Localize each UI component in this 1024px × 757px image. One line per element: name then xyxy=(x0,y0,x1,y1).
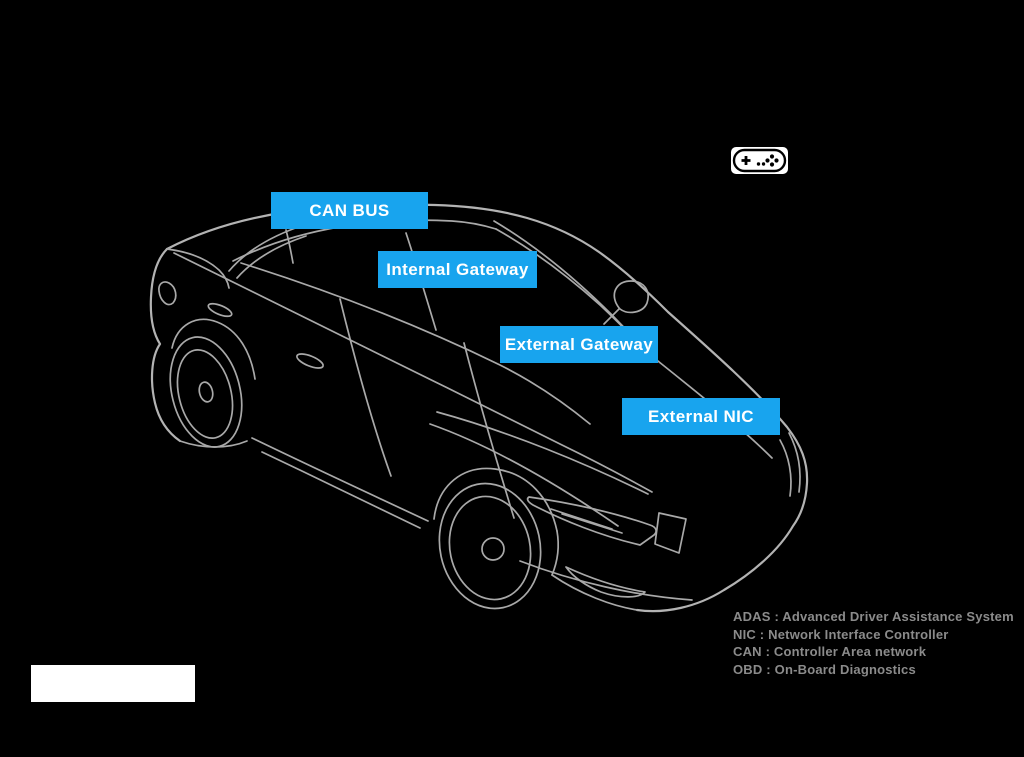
callout-internal-gateway: Internal Gateway xyxy=(378,251,537,288)
grille xyxy=(654,512,687,554)
rear-wheel xyxy=(169,336,243,448)
headlight xyxy=(526,496,657,546)
door-handle xyxy=(296,353,324,369)
callout-can-bus: CAN BUS xyxy=(271,192,428,229)
legend-line-obd: OBD : On-Board Diagnostics xyxy=(733,661,916,677)
logo-block xyxy=(31,665,195,702)
front-wheel xyxy=(438,482,542,610)
game-controller-icon xyxy=(731,147,788,174)
legend-line-can: CAN : Controller Area network xyxy=(733,644,927,659)
callout-internal-gateway-label: Internal Gateway xyxy=(386,259,529,279)
taillight xyxy=(158,281,177,306)
car-outline xyxy=(165,203,809,613)
callout-can-bus-label: CAN BUS xyxy=(309,200,390,220)
fog-lamp xyxy=(565,566,646,598)
car-rear-edge xyxy=(149,247,182,443)
side-mirror xyxy=(613,280,649,314)
callout-external-nic: External NIC xyxy=(622,398,780,435)
door-handle xyxy=(207,302,233,318)
callout-external-gateway-label: External Gateway xyxy=(504,334,654,354)
acronym-legend: ADAS : Advanced Driver Assistance System… xyxy=(733,608,1014,678)
legend-line-nic: NIC : Network Interface Controller xyxy=(733,626,949,642)
callout-external-nic-label: External NIC xyxy=(648,406,754,426)
legend-line-adas: ADAS : Advanced Driver Assistance System xyxy=(733,609,1014,624)
callout-external-gateway: External Gateway xyxy=(500,326,658,363)
